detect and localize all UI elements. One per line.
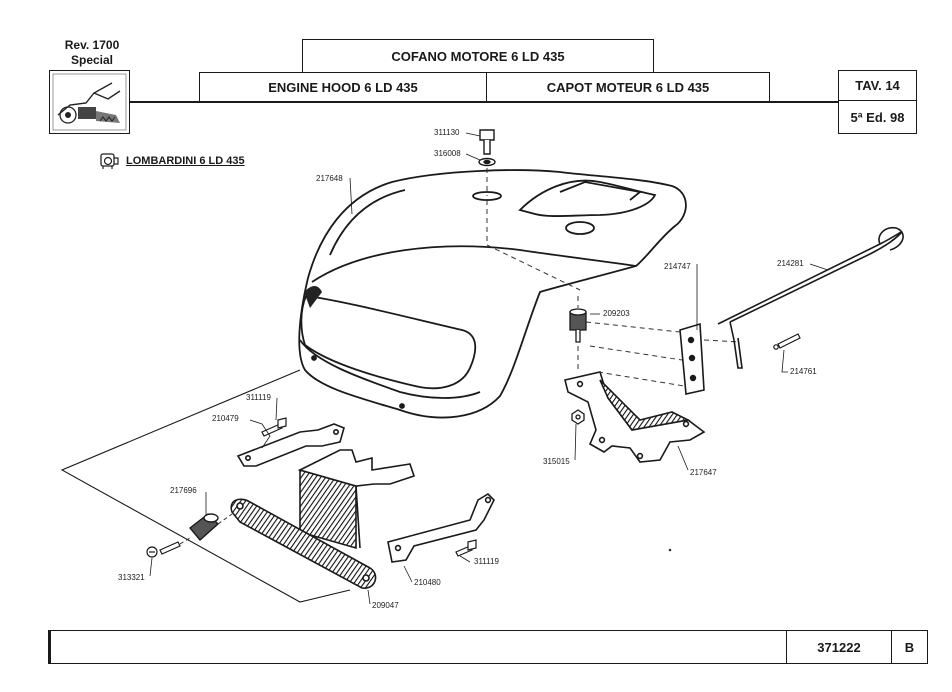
part-217647: 217647 [690,468,717,477]
part-210480: 210480 [414,578,441,587]
engine-icon [100,153,119,169]
part-217648: 217648 [316,174,343,183]
header-rule [130,101,838,103]
plate-dash-lines [585,321,741,387]
title-italian-text: COFANO MOTORE 6 LD 435 [391,48,565,64]
engine-hood [298,169,687,419]
side-bolt-311119 [455,539,477,557]
bolt-axis-line [486,168,581,291]
footer-bar [48,630,928,664]
part-217696: 217696 [170,486,197,495]
title-english-text: ENGINE HOOD 6 LD 435 [268,79,418,95]
bracket-nut [571,409,585,425]
part-315015: 315015 [543,457,570,466]
edition-box: 5ª Ed. 98 [838,100,917,134]
hood-shadow [304,286,322,308]
split-pin [773,333,801,350]
title-english: ENGINE HOOD 6 LD 435 [199,72,487,102]
hood-pin [717,226,904,369]
mount-plate [679,322,705,395]
part-214761: 214761 [790,367,817,376]
revision-label: Rev. 1700 Special [52,38,132,68]
spacer-217696 [188,513,220,542]
footer-revision-box: B [891,630,928,664]
center-bracket [297,449,416,550]
front-axis-line [179,513,233,545]
side-bracket-210480 [387,492,495,563]
front-group-outline [60,369,351,603]
part-209047: 209047 [372,601,399,610]
footer-code-box: 371222 [786,630,892,664]
engine-label: LOMBARDINI 6 LD 435 [98,152,245,170]
part-210479: 210479 [212,414,239,423]
part-209203: 209203 [603,309,630,318]
part-311130: 311130 [434,128,460,137]
part-311119-side: 311119 [474,557,499,566]
ink-speck [668,548,672,552]
engine-label-text: LOMBARDINI 6 LD 435 [126,155,245,167]
tav-box: TAV. 14 [838,70,917,101]
leader-lines [149,132,829,605]
tiller-icon [52,73,127,131]
revision-number: Rev. 1700 [64,38,120,52]
title-french: CAPOT MOTEUR 6 LD 435 [486,72,770,102]
rubber-stud [569,308,587,343]
rear-bracket [564,371,706,463]
footer-code: 371222 [817,639,861,655]
edition-text: 5ª Ed. 98 [850,109,905,125]
part-311119-top: 311119 [246,393,271,402]
title-french-text: CAPOT MOTEUR 6 LD 435 [546,79,710,95]
revision-model: Special [70,53,114,67]
hood-bolt [478,129,496,167]
machine-thumbnail [49,70,130,134]
front-bracket-210479 [236,423,345,467]
front-screw-313321 [146,541,181,558]
footer-revision: B [904,639,915,655]
front-bolt-311119 [261,417,287,437]
part-313321: 313321 [118,573,145,582]
part-214281: 214281 [777,259,804,268]
tav-number: TAV. 14 [855,78,900,93]
part-214747: 214747 [664,262,691,271]
front-bar-209047 [230,498,377,589]
part-316008: 316008 [434,149,461,158]
